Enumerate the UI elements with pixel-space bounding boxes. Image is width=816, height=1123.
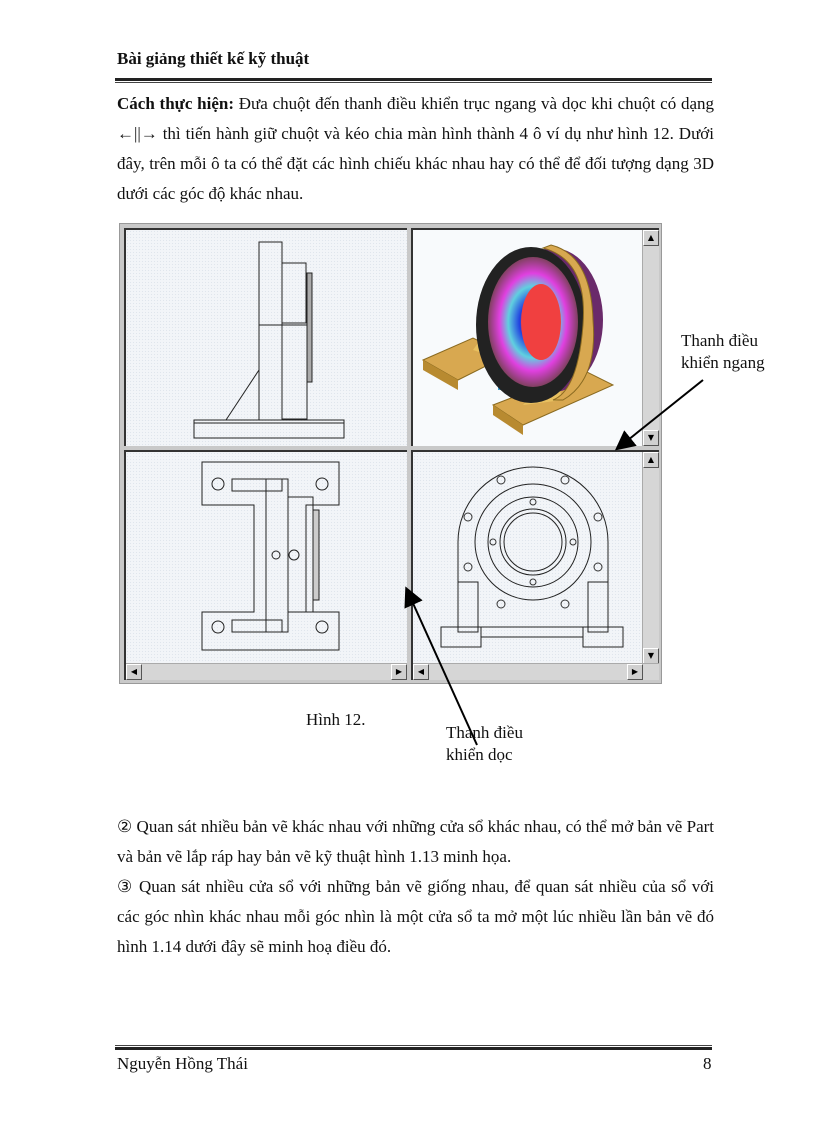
footer-author: Nguyễn Hồng Thái (117, 1054, 248, 1073)
footer-rule (115, 1045, 712, 1050)
horizontal-scrollbar-bottom-right[interactable]: ◀ ▶ (413, 663, 659, 680)
list-item: ② Quan sát nhiều bản vẽ khác nhau với nh… (117, 812, 714, 872)
callout-line-2: khiển ngang (681, 353, 765, 372)
numbered-items: ② Quan sát nhiều bản vẽ khác nhau với nh… (117, 812, 714, 962)
scroll-down-button[interactable]: ▼ (643, 648, 659, 664)
figure-split-viewports: ▲ ▼ ◀ ▶ (119, 223, 662, 684)
pane-top-view[interactable]: ◀ ▶ (124, 450, 407, 680)
item-text: Quan sát nhiều bản vẽ khác nhau với nhữn… (117, 817, 715, 866)
intro-paragraph: Cách thực hiện: Đưa chuột đến thanh điều… (117, 89, 714, 209)
top-view-drawing (201, 461, 340, 651)
scroll-right-button[interactable]: ▶ (391, 664, 407, 680)
vertical-scrollbar-top-right[interactable]: ▲ ▼ (642, 230, 659, 446)
side-view-drawing (193, 241, 345, 439)
scroll-left-button[interactable]: ◀ (413, 664, 429, 680)
scroll-down-button[interactable]: ▼ (643, 430, 659, 446)
isometric-3d-drawing (421, 244, 615, 435)
intro-bold-lead: Cách thực hiện: (117, 94, 235, 113)
scroll-up-button[interactable]: ▲ (643, 452, 659, 468)
callout-line-2: khiển dọc (446, 745, 513, 764)
callout-line-1: Thanh điều (446, 723, 523, 742)
pane-side-view[interactable] (124, 228, 407, 446)
item-marker: ② (117, 817, 133, 836)
front-view-drawing (440, 466, 624, 648)
scroll-left-button[interactable]: ◀ (126, 664, 142, 680)
pane-front-view[interactable]: ▲ ▼ ◀ ▶ (411, 450, 659, 680)
intro-text: Đưa chuột đến thanh điều khiển trục ngan… (117, 94, 714, 203)
header-rule (115, 78, 712, 83)
figure-caption: Hình 12. (306, 710, 366, 729)
scroll-right-button[interactable]: ▶ (627, 664, 643, 680)
item-text: Quan sát nhiều cửa sổ với những bản vẽ g… (117, 877, 714, 956)
scroll-up-button[interactable]: ▲ (643, 230, 659, 246)
item-marker: ③ (117, 877, 134, 896)
pane-3d-view[interactable]: ▲ ▼ (411, 228, 659, 446)
vertical-scrollbar-bottom-right[interactable]: ▲ ▼ (642, 452, 659, 664)
horizontal-scrollbar-bottom-left[interactable]: ◀ ▶ (126, 663, 407, 680)
page-header-title: Bài giảng thiết kế kỹ thuật (117, 49, 310, 68)
callout-line-1: Thanh điều (681, 331, 758, 350)
callout-horizontal-splitter: Thanh điều khiển ngang (681, 330, 765, 374)
page-number: 8 (703, 1054, 712, 1073)
list-item: ③ Quan sát nhiều cửa sổ với những bản vẽ… (117, 872, 714, 962)
callout-vertical-splitter: Thanh điều khiển dọc (446, 722, 523, 766)
